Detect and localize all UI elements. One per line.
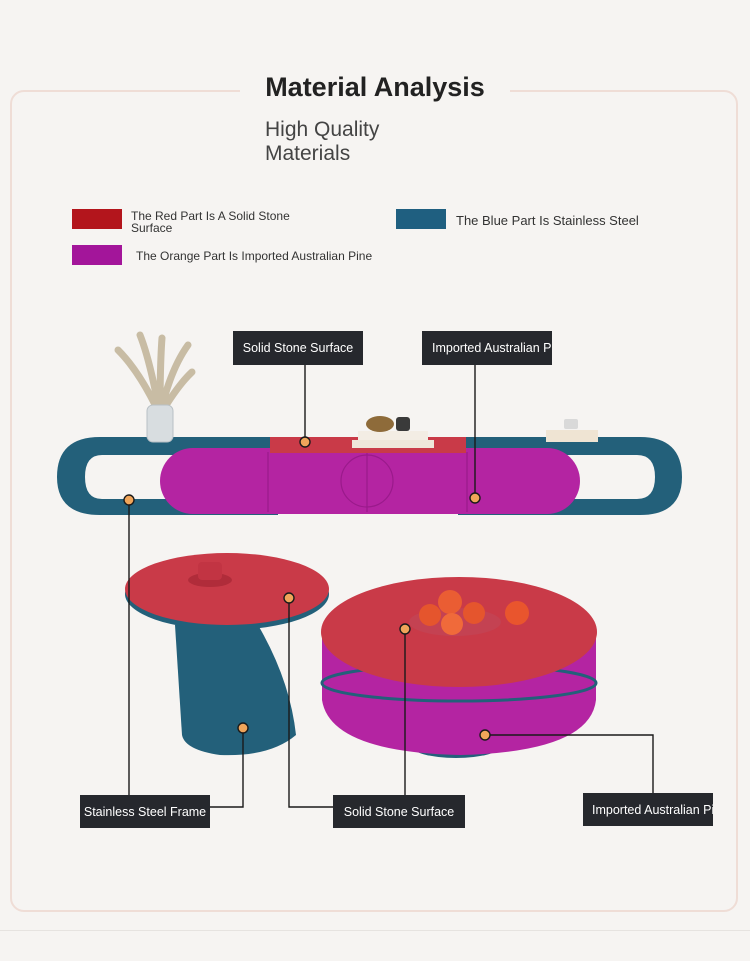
callout-bottom-frame: Stainless Steel Frame [80, 795, 210, 828]
callout-top-pine: Imported Australian Pine [422, 331, 552, 365]
dot-side-table-top [283, 592, 295, 604]
callout-dots [123, 436, 491, 741]
coffee-table [320, 577, 598, 758]
legend-swatch-blue [396, 209, 446, 229]
legend-text-purple: The Orange Part Is Imported Australian P… [136, 249, 373, 263]
dot-coffee-table-drum [479, 729, 491, 741]
dot-top-stone [299, 436, 311, 448]
callout-bottom-stone: Solid Stone Surface [333, 795, 465, 828]
side-table-top [125, 553, 329, 625]
leader-lines [128, 364, 654, 808]
legend-swatch-purple [72, 245, 122, 265]
page-title: Material Analysis [265, 72, 485, 102]
title-backdrop [240, 70, 510, 110]
legend-swatch-red [72, 209, 122, 229]
dot-cabinet-steel [123, 494, 135, 506]
bottom-divider [0, 930, 750, 931]
dot-top-pine [469, 492, 481, 504]
legend-text-blue: The Blue Part Is Stainless Steel [456, 213, 639, 228]
callout-top-stone: Solid Stone Surface [233, 331, 363, 365]
dot-coffee-table-top [399, 623, 411, 635]
subtitle: High Quality Materials [265, 118, 465, 166]
callout-bottom-pine: Imported Australian Pine [583, 793, 713, 826]
cabinet-drawer-body [160, 448, 580, 514]
dot-side-table-leg [237, 722, 249, 734]
side-table-leg [175, 625, 296, 756]
subtitle-line-1: High Quality [265, 118, 380, 141]
subtitle-line-2: Materials [265, 142, 351, 165]
pampas-vase [114, 331, 196, 443]
side-table [125, 553, 329, 756]
legend-text-red: The Red Part Is A Solid Stone Surface [131, 209, 290, 235]
tv-cabinet [57, 331, 682, 515]
